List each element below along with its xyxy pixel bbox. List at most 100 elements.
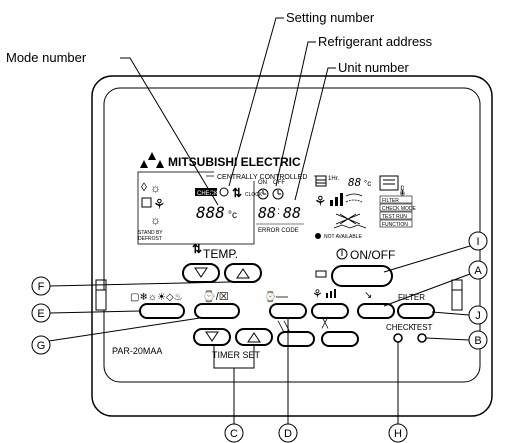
- callout-d: D: [278, 318, 298, 443]
- vane-button[interactable]: [277, 331, 315, 347]
- test-button[interactable]: [417, 333, 427, 343]
- main-temp-unit: °c: [228, 210, 237, 221]
- setting-number-callout: Setting number: [286, 10, 375, 25]
- callout-j: J: [431, 305, 488, 325]
- airflow-icon: [333, 224, 367, 229]
- indicator-test-run-box: [379, 211, 413, 220]
- sun-icon: ☼: [150, 181, 161, 195]
- temp-up-button[interactable]: [224, 263, 262, 283]
- temp-updown-icon: ⇅: [232, 186, 242, 200]
- timer-mode-button[interactable]: [194, 303, 240, 319]
- timer-up-button[interactable]: [235, 328, 273, 346]
- indicator-filter-label: FILTER: [382, 198, 399, 204]
- ventilation-button-icon: ╳: [321, 316, 329, 329]
- time-left-readout: 88: [258, 204, 276, 222]
- timer-down-button[interactable]: [193, 328, 231, 346]
- up-arrow-icon: [236, 268, 250, 279]
- on-off-label: ON/OFF: [350, 248, 395, 262]
- filter-sign-icon: [379, 175, 399, 191]
- lcd-display: CENTRALLY CONTROLLED ◊ ☼ ⚘ ☼ STAND BY DE…: [137, 171, 417, 245]
- callout-e: E: [31, 303, 141, 323]
- check-indicator-bg: [195, 188, 217, 196]
- power-icon: [336, 248, 348, 260]
- on-label: ON: [258, 180, 267, 186]
- indicator-function-box: [379, 219, 413, 228]
- time-colon: :: [277, 206, 280, 217]
- not-available-icon: [315, 233, 321, 239]
- fan-bar-2: [335, 197, 338, 206]
- thermometer-icon: 🌡: [396, 185, 409, 197]
- on-timer-icon: [257, 188, 269, 200]
- timer-set-label: TIMER SET: [212, 350, 261, 360]
- operation-lamp: [315, 270, 327, 278]
- stand-by-label: STAND BY: [138, 230, 163, 236]
- not-available-label: NOT AVAILABLE: [324, 234, 362, 240]
- ventilation-button[interactable]: [321, 331, 359, 347]
- clock-icon: ⌚: [264, 290, 276, 303]
- indicator-filter-box: [379, 195, 413, 204]
- callout-b: B: [425, 330, 488, 350]
- check-button[interactable]: [393, 333, 403, 343]
- off-timer-icon: [272, 188, 284, 200]
- clock-small-icon: [219, 187, 229, 197]
- callout-c: C: [213, 346, 255, 443]
- fan-bar-1: [330, 200, 333, 206]
- check-indicator-label: CHECK: [197, 191, 218, 197]
- callout-f: F: [31, 276, 231, 296]
- fan-speed-button[interactable]: [311, 303, 349, 319]
- right-hinge: [451, 289, 463, 311]
- mode-button[interactable]: [139, 303, 185, 319]
- timer-up-arrow-icon: [247, 332, 261, 343]
- callout-h: H: [388, 342, 408, 443]
- filter-button[interactable]: [397, 303, 435, 319]
- vane-wave-2-icon: [345, 199, 363, 203]
- clock-label: CLOCK: [245, 192, 263, 198]
- callout-g-letter: G: [37, 340, 46, 352]
- unit-number-callout: Unit number: [338, 60, 409, 75]
- indicator-check-mode-box: [379, 203, 413, 212]
- filter-label: FILTER: [398, 293, 425, 302]
- callout-d-letter: D: [284, 428, 292, 440]
- temp-top-unit: °c: [364, 179, 371, 188]
- refrigerant-address-callout: Refrigerant address: [318, 34, 433, 49]
- main-temp-readout: 888: [196, 203, 225, 222]
- clock-button[interactable]: [269, 303, 307, 319]
- callout-a-letter: A: [474, 265, 482, 277]
- vane-wave-1-icon: [345, 193, 363, 197]
- setting-number-leader: [228, 17, 284, 187]
- louver-button[interactable]: [357, 303, 395, 319]
- unit-number-leader: [294, 67, 336, 201]
- test-label: TEST: [412, 323, 433, 332]
- callout-e-letter: E: [37, 308, 44, 320]
- callout-h-letter: H: [394, 428, 402, 440]
- fan-speed-icon: ⚘: [314, 193, 327, 209]
- defrost-label: DEFROST: [138, 236, 162, 242]
- callout-c-letter: C: [230, 428, 238, 440]
- refrigerant-address-leader: [275, 41, 316, 187]
- fan-icon: ⚘: [153, 196, 166, 212]
- indicator-function-label: FUNCTION: [382, 222, 408, 228]
- callout-g: G: [31, 317, 201, 355]
- drop-icon: ◊: [141, 180, 147, 194]
- right-hinge-top: [451, 279, 463, 290]
- down-arrow-icon: [194, 267, 208, 278]
- centrally-controlled-label: CENTRALLY CONTROLLED: [217, 174, 307, 181]
- callout-i-letter: I: [476, 236, 479, 248]
- callout-a: A: [383, 260, 488, 307]
- check-label: CHECK: [386, 323, 415, 332]
- model-label: PAR-20MAA: [112, 346, 162, 356]
- callout-i: I: [383, 231, 488, 273]
- fan-speed-button-icon: ⚘: [312, 287, 323, 301]
- temp-down-button[interactable]: [182, 263, 220, 283]
- timer-mode-icon: ⌚/☒: [202, 290, 229, 303]
- left-hinge: [95, 289, 107, 311]
- mode-number-leader: [120, 57, 219, 206]
- on-off-button[interactable]: [331, 265, 393, 287]
- callout-f-letter: F: [38, 281, 45, 293]
- mode-icons-row: ▢❄☼☀◇♨: [130, 292, 183, 303]
- callout-b-letter: B: [474, 335, 481, 347]
- temp-icon: ⇅: [192, 242, 202, 256]
- mitsubishi-logo-icon: [140, 152, 164, 168]
- lcd-left-frame: [137, 171, 255, 245]
- fan-bar-3: [340, 193, 343, 206]
